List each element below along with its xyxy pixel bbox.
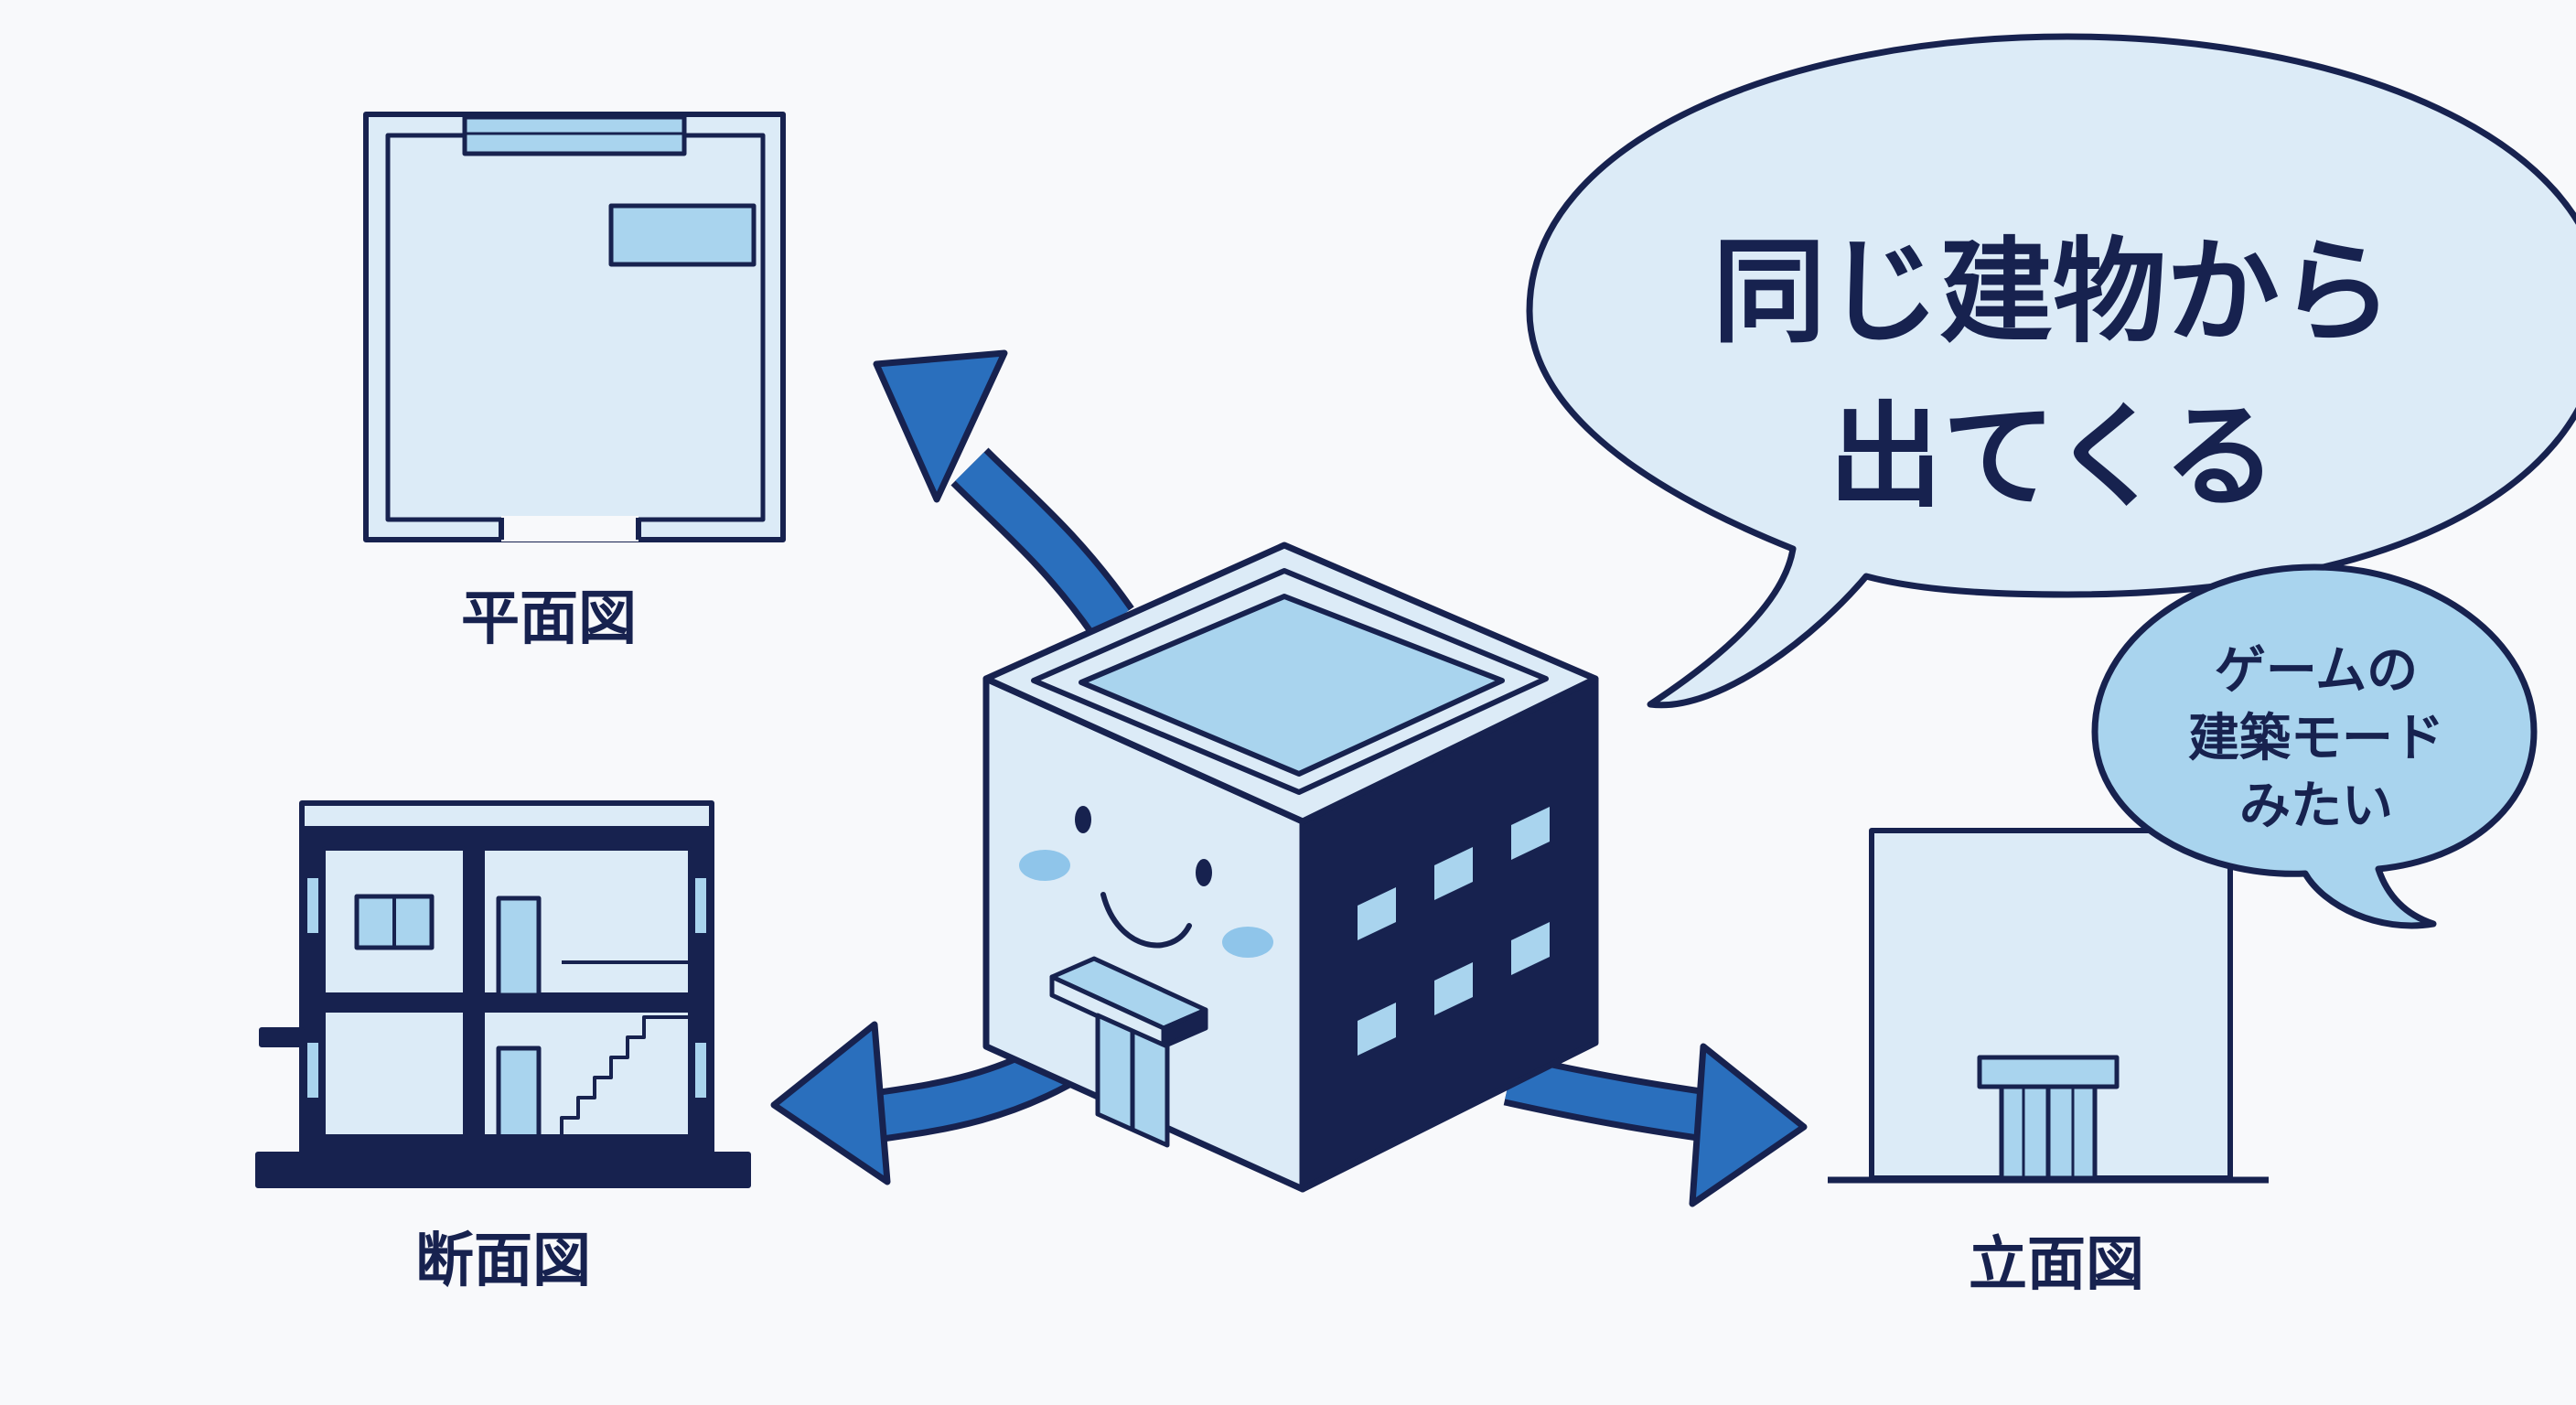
main-speech-bubble bbox=[1526, 33, 2576, 709]
elevation-view-icon bbox=[1828, 828, 2269, 1184]
plan-label: 平面図 bbox=[461, 585, 637, 653]
arrow-icon bbox=[1503, 1043, 1808, 1207]
bubble-small-line1: ゲームの bbox=[2215, 641, 2418, 701]
bubble-small-line2: 建築モード bbox=[2188, 709, 2444, 768]
small-speech-bubble bbox=[2091, 563, 2538, 929]
bubble-main-line2: 出てくる bbox=[1829, 391, 2277, 523]
building-mascot-icon bbox=[982, 542, 1599, 1193]
bubble-main-line1: 同じ建物から bbox=[1712, 227, 2393, 359]
section-label: 断面図 bbox=[415, 1228, 591, 1295]
bubble-small-line3: みたい bbox=[2239, 777, 2393, 836]
section-view-icon bbox=[255, 800, 751, 1188]
elevation-label: 立面図 bbox=[1969, 1231, 2144, 1299]
arrow-icon bbox=[873, 349, 1134, 638]
floor-plan-icon bbox=[363, 112, 786, 542]
